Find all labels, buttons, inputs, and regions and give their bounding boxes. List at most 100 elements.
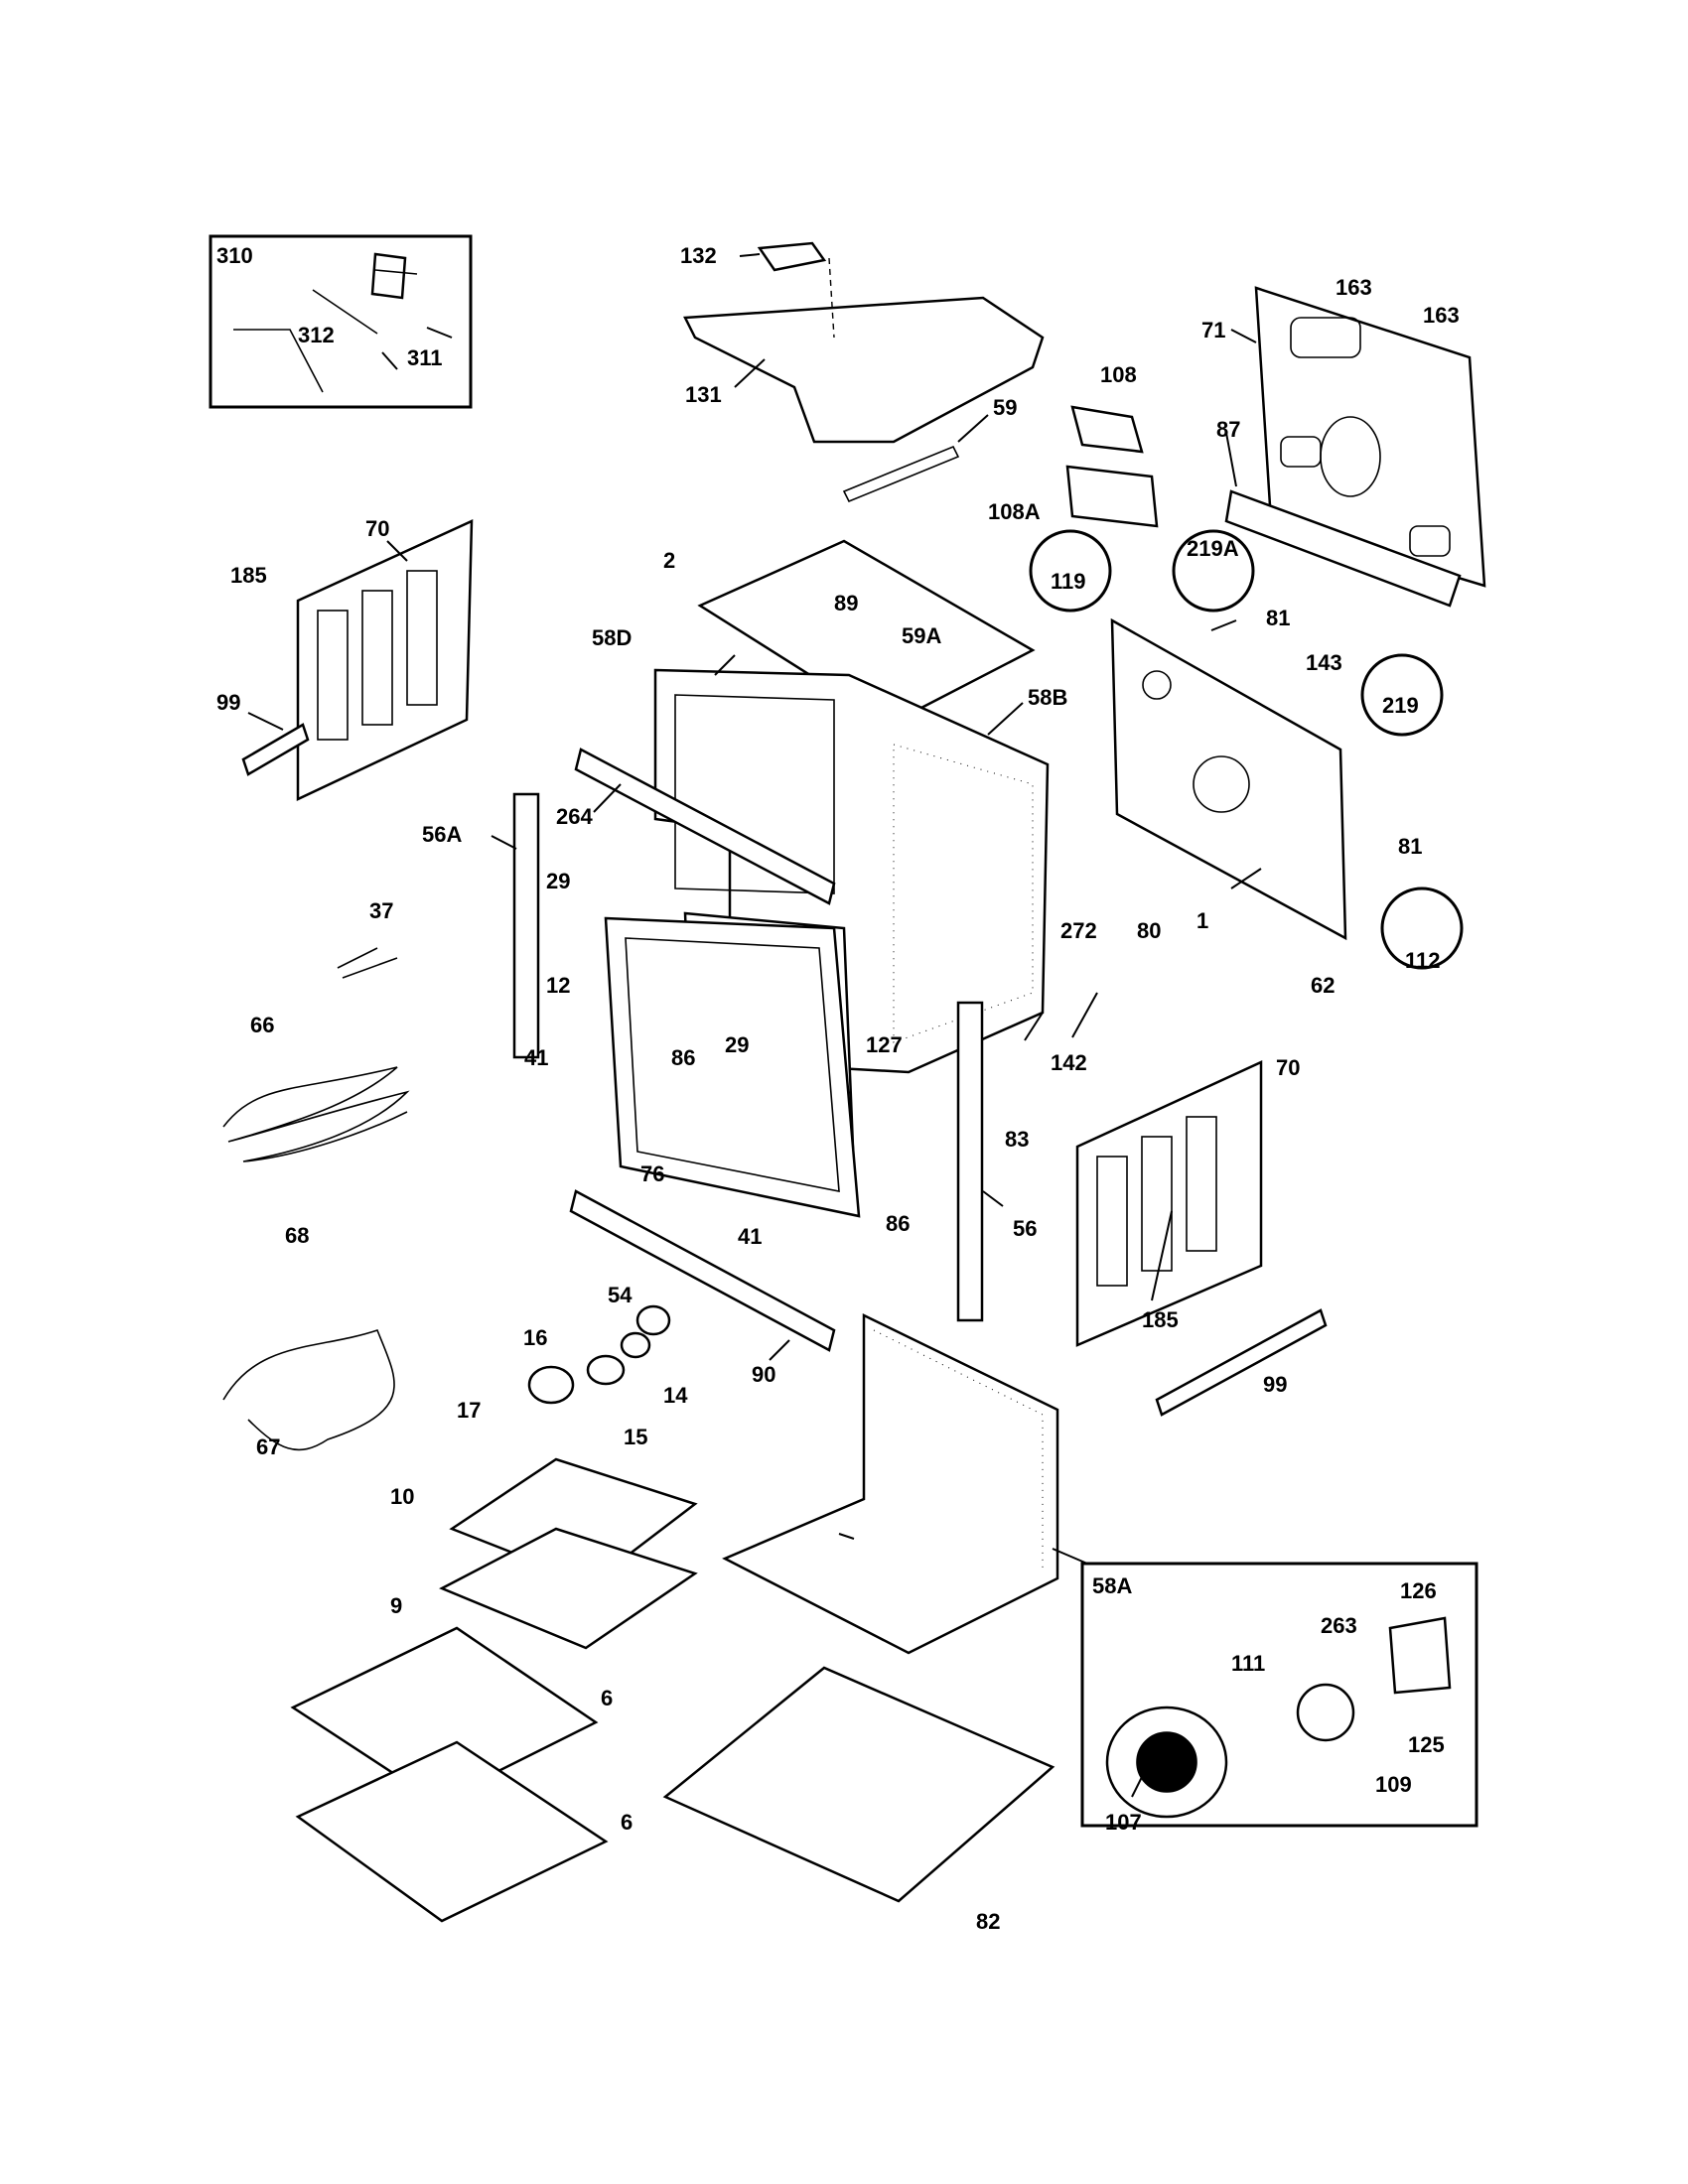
callout-label-71: 71 xyxy=(1201,318,1225,342)
callout-label-54: 54 xyxy=(608,1283,633,1307)
callout-label-56A: 56A xyxy=(422,822,462,847)
callout-label-163-a: 163 xyxy=(1336,275,1372,300)
rear-control-panel xyxy=(1110,617,1347,941)
callout-label-41-upper: 41 xyxy=(524,1045,548,1070)
callout-circle-119 xyxy=(1029,529,1112,613)
callout-label-219: 219 xyxy=(1382,693,1419,718)
bake-element-67 xyxy=(222,1329,395,1451)
rear-panel-71 xyxy=(1224,286,1486,608)
bottom-frame-82 xyxy=(662,1666,1055,1903)
broiler-pan xyxy=(439,1457,698,1650)
broil-element-66 xyxy=(222,947,410,1162)
callout-label-58A: 58A xyxy=(1092,1573,1132,1598)
callout-label-310: 310 xyxy=(216,243,253,268)
callout-label-76: 76 xyxy=(640,1161,664,1186)
front-bottom-trim-90 xyxy=(569,1189,836,1352)
callout-label-83: 83 xyxy=(1005,1127,1029,1152)
callout-label-111: 111 xyxy=(1231,1651,1265,1676)
callout-label-29-upper: 29 xyxy=(546,869,570,893)
door-gasket-frame xyxy=(604,916,861,1218)
callout-label-17: 17 xyxy=(457,1398,481,1423)
callout-label-80: 80 xyxy=(1137,918,1161,943)
callout-label-125: 125 xyxy=(1408,1732,1445,1757)
callout-label-67: 67 xyxy=(256,1434,280,1459)
oven-light-assembly xyxy=(527,1304,671,1405)
hinge-rods xyxy=(233,252,418,393)
callout-label-87: 87 xyxy=(1216,417,1240,442)
side-rail-56A xyxy=(512,792,540,1059)
callout-label-132: 132 xyxy=(680,243,717,268)
callout-label-9: 9 xyxy=(390,1593,402,1618)
callout-label-59A: 59A xyxy=(902,623,941,648)
callout-label-126: 126 xyxy=(1400,1578,1437,1603)
callout-label-2: 2 xyxy=(663,548,675,573)
side-panel-70-right xyxy=(1075,1060,1328,1417)
callout-label-108A: 108A xyxy=(988,499,1041,524)
inset-box-convection-fan xyxy=(1080,1562,1478,1828)
callout-label-185-left: 185 xyxy=(230,563,267,588)
callout-label-185-right: 185 xyxy=(1142,1307,1179,1332)
oven-racks xyxy=(290,1626,609,1923)
callout-circle-219A xyxy=(1172,529,1255,613)
callout-label-1: 1 xyxy=(1196,908,1208,933)
callout-label-99-right: 99 xyxy=(1263,1372,1287,1397)
callout-label-312: 312 xyxy=(298,323,335,347)
callout-circles xyxy=(1029,529,1464,970)
callout-circle-219 xyxy=(1360,653,1444,737)
callout-label-6-lower: 6 xyxy=(621,1810,633,1835)
callout-label-82: 82 xyxy=(976,1909,1000,1934)
callout-label-81-bottom: 81 xyxy=(1398,834,1422,859)
callout-label-81-top: 81 xyxy=(1266,606,1290,630)
callout-label-90: 90 xyxy=(752,1362,775,1387)
callout-label-119: 119 xyxy=(1051,569,1086,594)
callout-label-6-upper: 6 xyxy=(601,1686,613,1710)
callout-label-12: 12 xyxy=(546,973,570,998)
convection-fan-parts xyxy=(1105,1616,1452,1819)
oven-bottom-liner xyxy=(722,1313,1059,1655)
callout-label-14: 14 xyxy=(663,1383,688,1408)
callout-label-143: 143 xyxy=(1306,650,1342,675)
blower-parts-108 xyxy=(1065,405,1159,528)
callout-label-311: 311 xyxy=(407,345,443,370)
callout-label-272: 272 xyxy=(1060,918,1097,943)
callout-label-59: 59 xyxy=(993,395,1017,420)
top-shield-panel xyxy=(683,241,1045,444)
callout-label-131: 131 xyxy=(685,382,722,407)
callout-label-58B: 58B xyxy=(1028,685,1067,710)
callout-label-99-left: 99 xyxy=(216,690,240,715)
inset-box-door-hinge-parts xyxy=(209,234,473,409)
side-rail-56 xyxy=(956,1001,984,1322)
callout-label-108: 108 xyxy=(1100,362,1137,387)
callout-label-10: 10 xyxy=(390,1484,414,1509)
callout-label-89: 89 xyxy=(834,591,858,615)
vent-tube-59 xyxy=(842,445,960,503)
callout-label-29-lower: 29 xyxy=(725,1032,749,1057)
side-panel-70-left xyxy=(241,519,474,801)
leader-lines xyxy=(247,253,1262,1798)
callout-label-219A: 219A xyxy=(1187,536,1239,561)
callout-circle-112 xyxy=(1380,887,1464,970)
callout-label-86-upper: 86 xyxy=(671,1045,695,1070)
callout-label-263: 263 xyxy=(1321,1613,1357,1638)
callout-label-16: 16 xyxy=(523,1325,547,1350)
callout-label-107: 107 xyxy=(1105,1810,1142,1835)
callout-label-86-lower: 86 xyxy=(886,1211,910,1236)
callout-label-68: 68 xyxy=(285,1223,309,1248)
callout-label-62: 62 xyxy=(1311,973,1335,998)
callout-label-66: 66 xyxy=(250,1013,274,1037)
callout-label-109: 109 xyxy=(1375,1772,1412,1797)
callout-label-163-b: 163 xyxy=(1423,303,1460,328)
callout-label-142: 142 xyxy=(1051,1050,1087,1075)
callout-label-70-right: 70 xyxy=(1276,1055,1300,1080)
door-trim-264 xyxy=(574,748,836,905)
callout-label-41-lower: 41 xyxy=(738,1224,762,1249)
callout-label-56: 56 xyxy=(1013,1216,1037,1241)
callout-label-264: 264 xyxy=(556,804,593,829)
callout-label-58D: 58D xyxy=(592,625,632,650)
callout-label-37: 37 xyxy=(369,898,393,923)
callout-label-112: 112 xyxy=(1405,948,1441,973)
callout-label-15: 15 xyxy=(624,1425,647,1449)
callout-label-127: 127 xyxy=(866,1032,903,1057)
callout-label-70-left: 70 xyxy=(365,516,389,541)
